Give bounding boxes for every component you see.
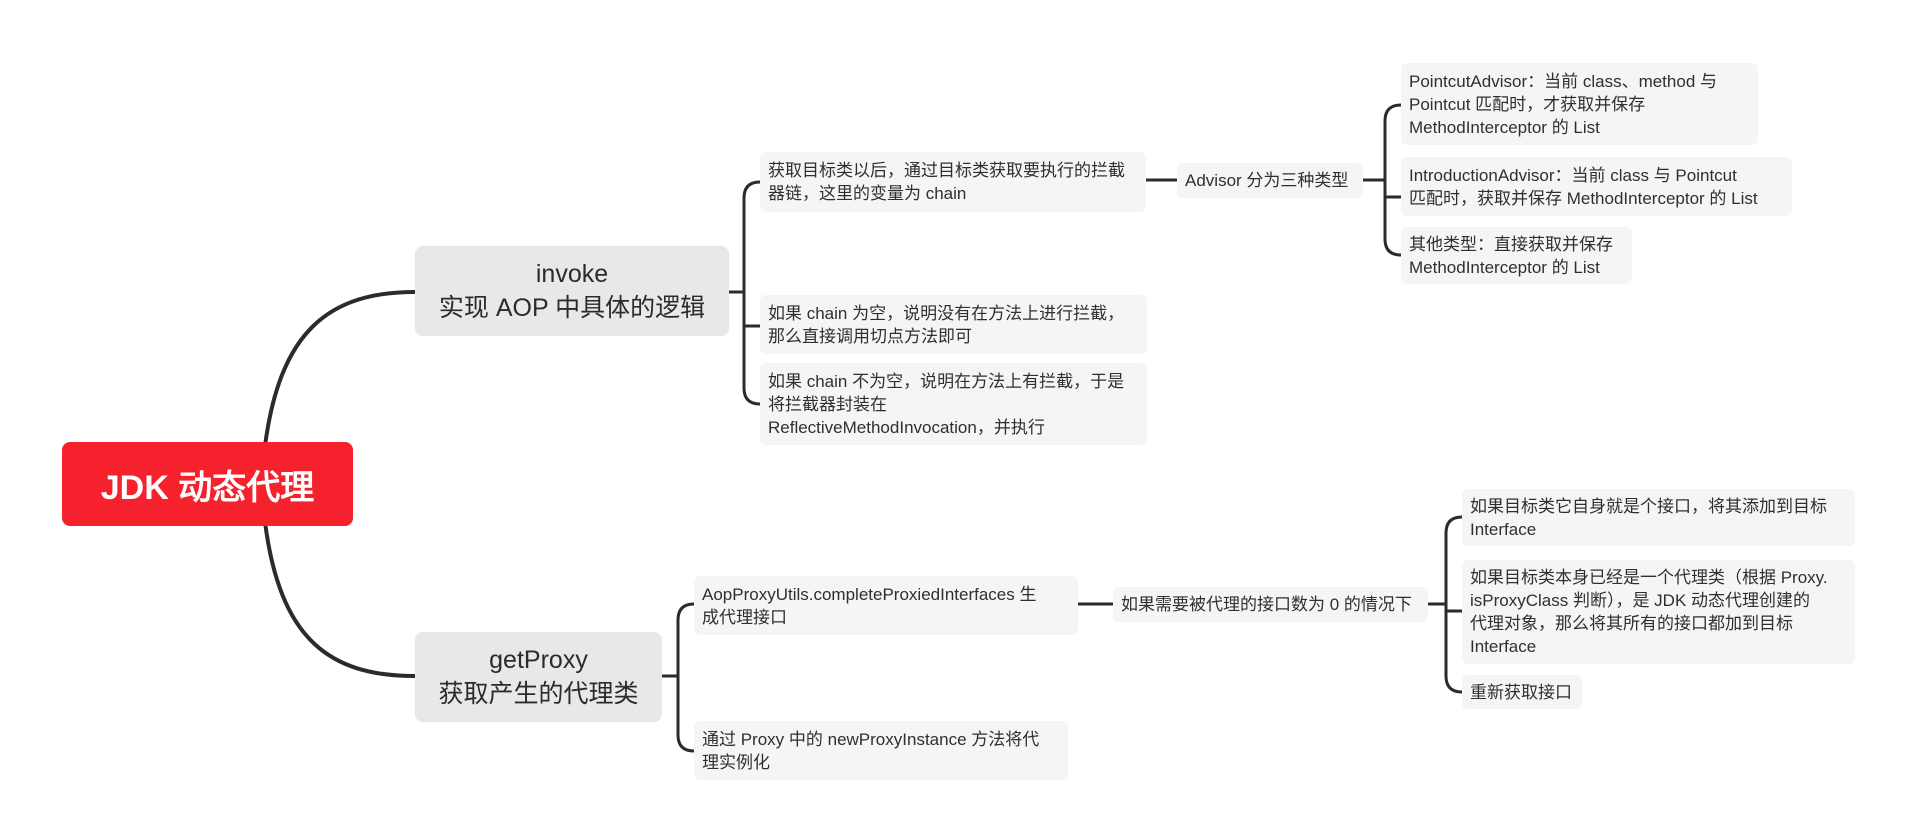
invoke-node[interactable]: invoke 实现 AOP 中具体的逻辑	[415, 246, 729, 336]
root-label: JDK 动态代理	[100, 468, 315, 507]
pointcut-advisor-node[interactable]: PointcutAdvisor：当前 class、method 与 Pointc…	[1401, 63, 1758, 145]
connector-advisor-bracket	[1383, 103, 1403, 257]
new-instance-node[interactable]: 通过 Proxy 中的 newProxyInstance 方法将代 理实例化	[694, 721, 1068, 780]
refetch-interface-node[interactable]: 重新获取接口	[1462, 675, 1582, 709]
refetch-interface-label: 重新获取接口	[1470, 682, 1572, 702]
empty-chain-node[interactable]: 如果 chain 为空，说明没有在方法上进行拦截， 那么直接调用切点方法即可	[760, 295, 1147, 354]
zero-interfaces-node[interactable]: 如果需要被代理的接口数为 0 的情况下	[1113, 587, 1428, 622]
nonempty-chain-node[interactable]: 如果 chain 不为空，说明在方法上有拦截，于是 将拦截器封装在 Reflec…	[760, 363, 1147, 445]
pointcut-line-1: PointcutAdvisor：当前 class、method 与	[1409, 71, 1717, 91]
nonempty-chain-line-2: 将拦截器封装在	[768, 394, 887, 414]
connector-root-invoke	[263, 290, 417, 448]
proxy-class-line-4: Interface	[1470, 637, 1537, 656]
connector-getproxy-bracket	[676, 602, 696, 753]
other-line-2: MethodInterceptor 的 List	[1409, 257, 1600, 277]
pointcut-line-3: MethodInterceptor 的 List	[1409, 117, 1600, 137]
connector-root-getproxy	[263, 520, 417, 678]
nonempty-chain-line-3: ReflectiveMethodInvocation，并执行	[768, 417, 1045, 437]
interface-self-line-2: Interface	[1470, 519, 1537, 539]
invoke-title: invoke	[535, 260, 609, 288]
pointcut-line-2: Pointcut 匹配时，才获取并保存	[1409, 94, 1646, 114]
proxy-class-line-1: 如果目标类本身已经是一个代理类（根据 Proxy.	[1470, 568, 1828, 587]
complete-interfaces-line-1: AopProxyUtils.completeProxiedInterfaces …	[702, 584, 1037, 604]
interface-self-node[interactable]: 如果目标类它自身就是个接口，将其添加到目标 Interface	[1462, 489, 1855, 546]
invoke-subtitle: 实现 AOP 中具体的逻辑	[438, 294, 706, 322]
chain-line-1: 获取目标类以后，通过目标类获取要执行的拦截	[768, 161, 1125, 180]
chain-node[interactable]: 获取目标类以后，通过目标类获取要执行的拦截 器链，这里的变量为 chain	[760, 152, 1146, 212]
chain-line-2: 器链，这里的变量为 chain	[768, 184, 967, 203]
proxy-class-node[interactable]: 如果目标类本身已经是一个代理类（根据 Proxy. isProxyClass 判…	[1462, 560, 1855, 664]
complete-interfaces-line-2: 成代理接口	[702, 607, 787, 627]
other-advisor-node[interactable]: 其他类型：直接获取并保存 MethodInterceptor 的 List	[1401, 227, 1632, 284]
proxy-class-line-3: 代理对象，那么将其所有的接口都加到目标	[1470, 614, 1793, 633]
advisor-label: Advisor 分为三种类型	[1185, 171, 1349, 190]
empty-chain-line-2: 那么直接调用切点方法即可	[768, 326, 972, 346]
connector-zero-bracket	[1444, 515, 1464, 694]
nonempty-chain-line-1: 如果 chain 不为空，说明在方法上有拦截，于是	[768, 371, 1125, 391]
introduction-advisor-node[interactable]: IntroductionAdvisor：当前 class 与 Pointcut …	[1401, 157, 1792, 216]
connector-invoke-bracket	[742, 180, 762, 406]
zero-interfaces-label: 如果需要被代理的接口数为 0 的情况下	[1121, 595, 1412, 614]
empty-chain-line-1: 如果 chain 为空，说明没有在方法上进行拦截，	[768, 303, 1125, 323]
new-instance-line-2: 理实例化	[702, 752, 770, 772]
root-node[interactable]: JDK 动态代理	[62, 442, 353, 526]
getproxy-node[interactable]: getProxy 获取产生的代理类	[415, 632, 662, 722]
getproxy-subtitle: 获取产生的代理类	[438, 680, 639, 708]
complete-interfaces-node[interactable]: AopProxyUtils.completeProxiedInterfaces …	[694, 576, 1078, 635]
introduction-line-1: IntroductionAdvisor：当前 class 与 Pointcut	[1409, 165, 1737, 185]
introduction-line-2: 匹配时，获取并保存 MethodInterceptor 的 List	[1409, 188, 1758, 208]
other-line-1: 其他类型：直接获取并保存	[1409, 234, 1613, 254]
advisor-node[interactable]: Advisor 分为三种类型	[1177, 163, 1363, 198]
new-instance-line-1: 通过 Proxy 中的 newProxyInstance 方法将代	[702, 729, 1040, 749]
interface-self-line-1: 如果目标类它自身就是个接口，将其添加到目标	[1470, 496, 1827, 516]
proxy-class-line-2: isProxyClass 判断），是 JDK 动态代理创建的	[1470, 591, 1811, 610]
getproxy-title: getProxy	[489, 646, 588, 674]
